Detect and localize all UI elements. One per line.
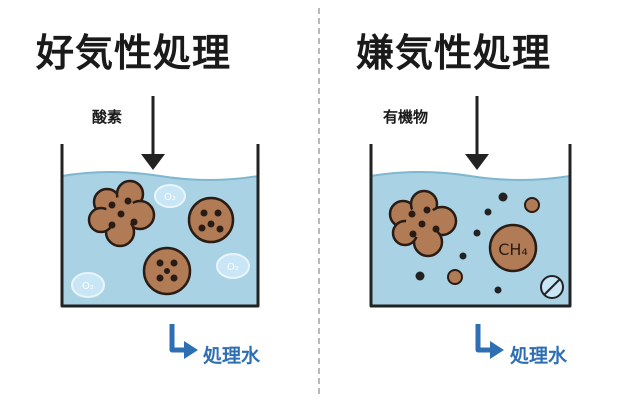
floc-cluster-1 <box>87 179 156 248</box>
floc-cluster-2 <box>388 189 458 258</box>
anaerobic-output-label: 処理水 <box>510 345 568 367</box>
particles <box>415 192 540 294</box>
floc-round-1 <box>187 196 235 244</box>
anaerobic-water-surface <box>370 171 571 181</box>
oxygen-bubble-label-2: O₂ <box>82 281 94 292</box>
oxygen-input-arrow <box>141 96 165 170</box>
aerobic-water-surface <box>61 171 259 181</box>
methane-bubble: CH₄ <box>488 223 538 273</box>
aerobic-outflow-arrow <box>169 324 198 359</box>
oxygen-bubble-label-1: O₂ <box>164 192 176 203</box>
organic-input-label: 有機物 <box>383 108 429 126</box>
oxygen-bubble-3: O₂ <box>216 253 250 279</box>
oxygen-bubble-1: O₂ <box>154 184 186 208</box>
oxygen-bubble-label-3: O₂ <box>227 262 239 273</box>
oxygen-bubble-2: O₂ <box>71 272 105 298</box>
anaerobic-tank-outline <box>369 144 572 308</box>
organic-input-arrow <box>465 96 489 170</box>
aerobic-title: 好気性処理 <box>36 31 232 75</box>
panel-divider <box>318 8 320 394</box>
anaerobic-title: 嫌気性処理 <box>356 31 552 75</box>
floc-round-2 <box>142 246 192 296</box>
aerobic-tank-outline <box>60 144 260 308</box>
anaerobic-outflow-arrow <box>475 324 504 359</box>
methane-label: CH₄ <box>498 240 528 259</box>
oxygen-input-label: 酸素 <box>92 108 123 126</box>
aerobic-output-label: 処理水 <box>203 345 261 367</box>
no-oxygen-icon <box>540 275 564 299</box>
